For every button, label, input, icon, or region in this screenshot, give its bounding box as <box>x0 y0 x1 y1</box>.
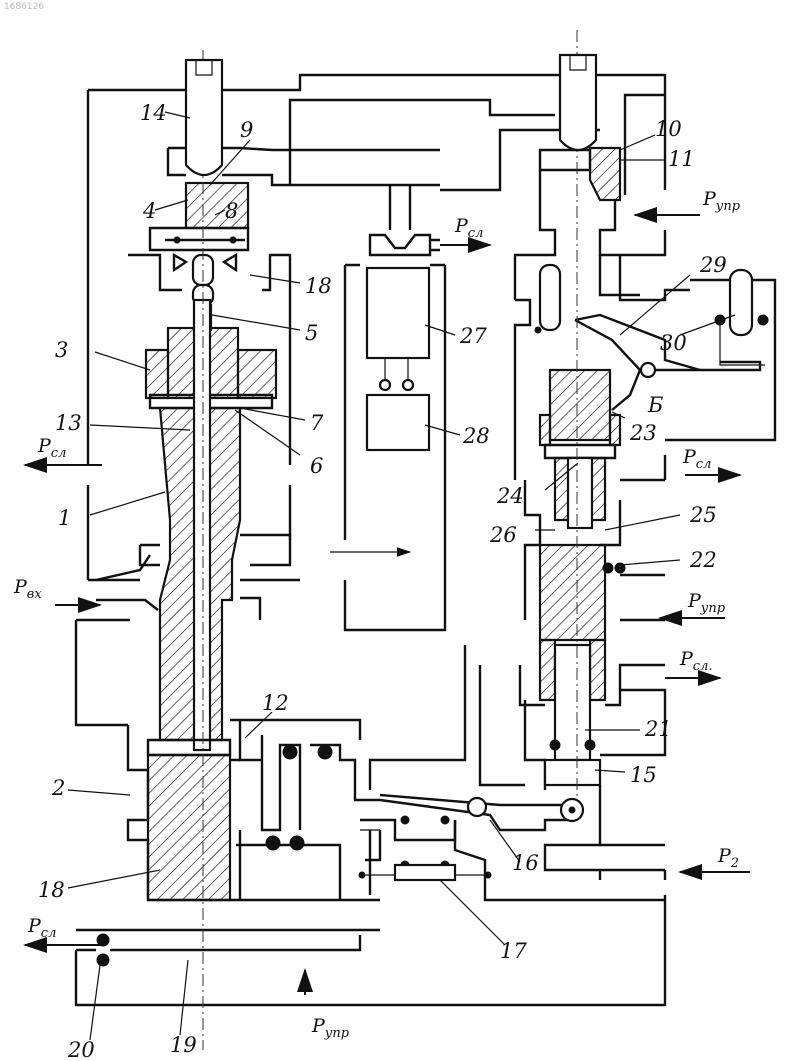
label-17: 17 <box>500 939 527 963</box>
label-7: 7 <box>310 411 324 435</box>
pressure-label-p-upr-right: Pупр <box>687 590 726 616</box>
label-30: 30 <box>660 331 687 355</box>
label-29: 29 <box>699 253 727 277</box>
element-30 <box>730 270 752 335</box>
label-2: 2 <box>51 776 65 800</box>
label-21: 21 <box>644 717 672 741</box>
label-3: 3 <box>55 338 68 362</box>
part-number-labels: 14 9 4 8 18 5 3 7 13 6 1 12 2 18 19 20 2… <box>38 101 727 1061</box>
label-18-bottom: 18 <box>38 878 65 902</box>
pressure-label-p-2: P2 <box>717 845 739 871</box>
label-28: 28 <box>462 424 490 448</box>
element-27 <box>367 268 429 358</box>
label-11: 11 <box>668 147 695 171</box>
element-28 <box>367 395 429 450</box>
label-20: 20 <box>67 1038 95 1061</box>
pressure-label-p-sl-right-low: Pсл. <box>679 648 713 674</box>
label-16: 16 <box>512 851 539 875</box>
pressure-label-p-sl-left-bottom: Pсл <box>27 915 56 941</box>
pressure-label-p-sl-left-top: Pсл <box>37 435 66 461</box>
element-15 <box>545 760 600 785</box>
label-9: 9 <box>240 118 253 142</box>
label-22: 22 <box>689 548 717 572</box>
label-8: 8 <box>225 199 238 223</box>
pressure-label-p-upr-bottom: Pупр <box>311 1015 350 1041</box>
pressure-label-p-vx: Pвх <box>13 576 42 602</box>
plunger-10 <box>560 55 596 150</box>
label-13: 13 <box>55 411 82 435</box>
label-5: 5 <box>305 321 318 345</box>
element-17 <box>395 865 455 880</box>
label-10: 10 <box>655 117 682 141</box>
label-23: 23 <box>629 421 657 445</box>
label-25: 25 <box>689 503 717 527</box>
label-B: Б <box>647 393 663 417</box>
label-14: 14 <box>140 101 167 125</box>
label-6: 6 <box>310 454 323 478</box>
pressure-label-p-upr-top-right: Pупр <box>702 188 741 214</box>
plunger-14 <box>186 60 222 175</box>
pressure-label-p-sl-mid: Pсл <box>454 215 483 241</box>
label-12: 12 <box>262 691 289 715</box>
label-1: 1 <box>58 506 71 530</box>
label-24: 24 <box>496 484 524 508</box>
label-18-top: 18 <box>305 274 332 298</box>
label-15: 15 <box>630 763 657 787</box>
label-4: 4 <box>142 199 156 223</box>
label-27: 27 <box>459 324 487 348</box>
label-19: 19 <box>170 1033 197 1057</box>
element-8 <box>186 183 248 228</box>
pressure-label-p-sl-right: Pсл <box>682 446 711 472</box>
label-26: 26 <box>489 523 517 547</box>
